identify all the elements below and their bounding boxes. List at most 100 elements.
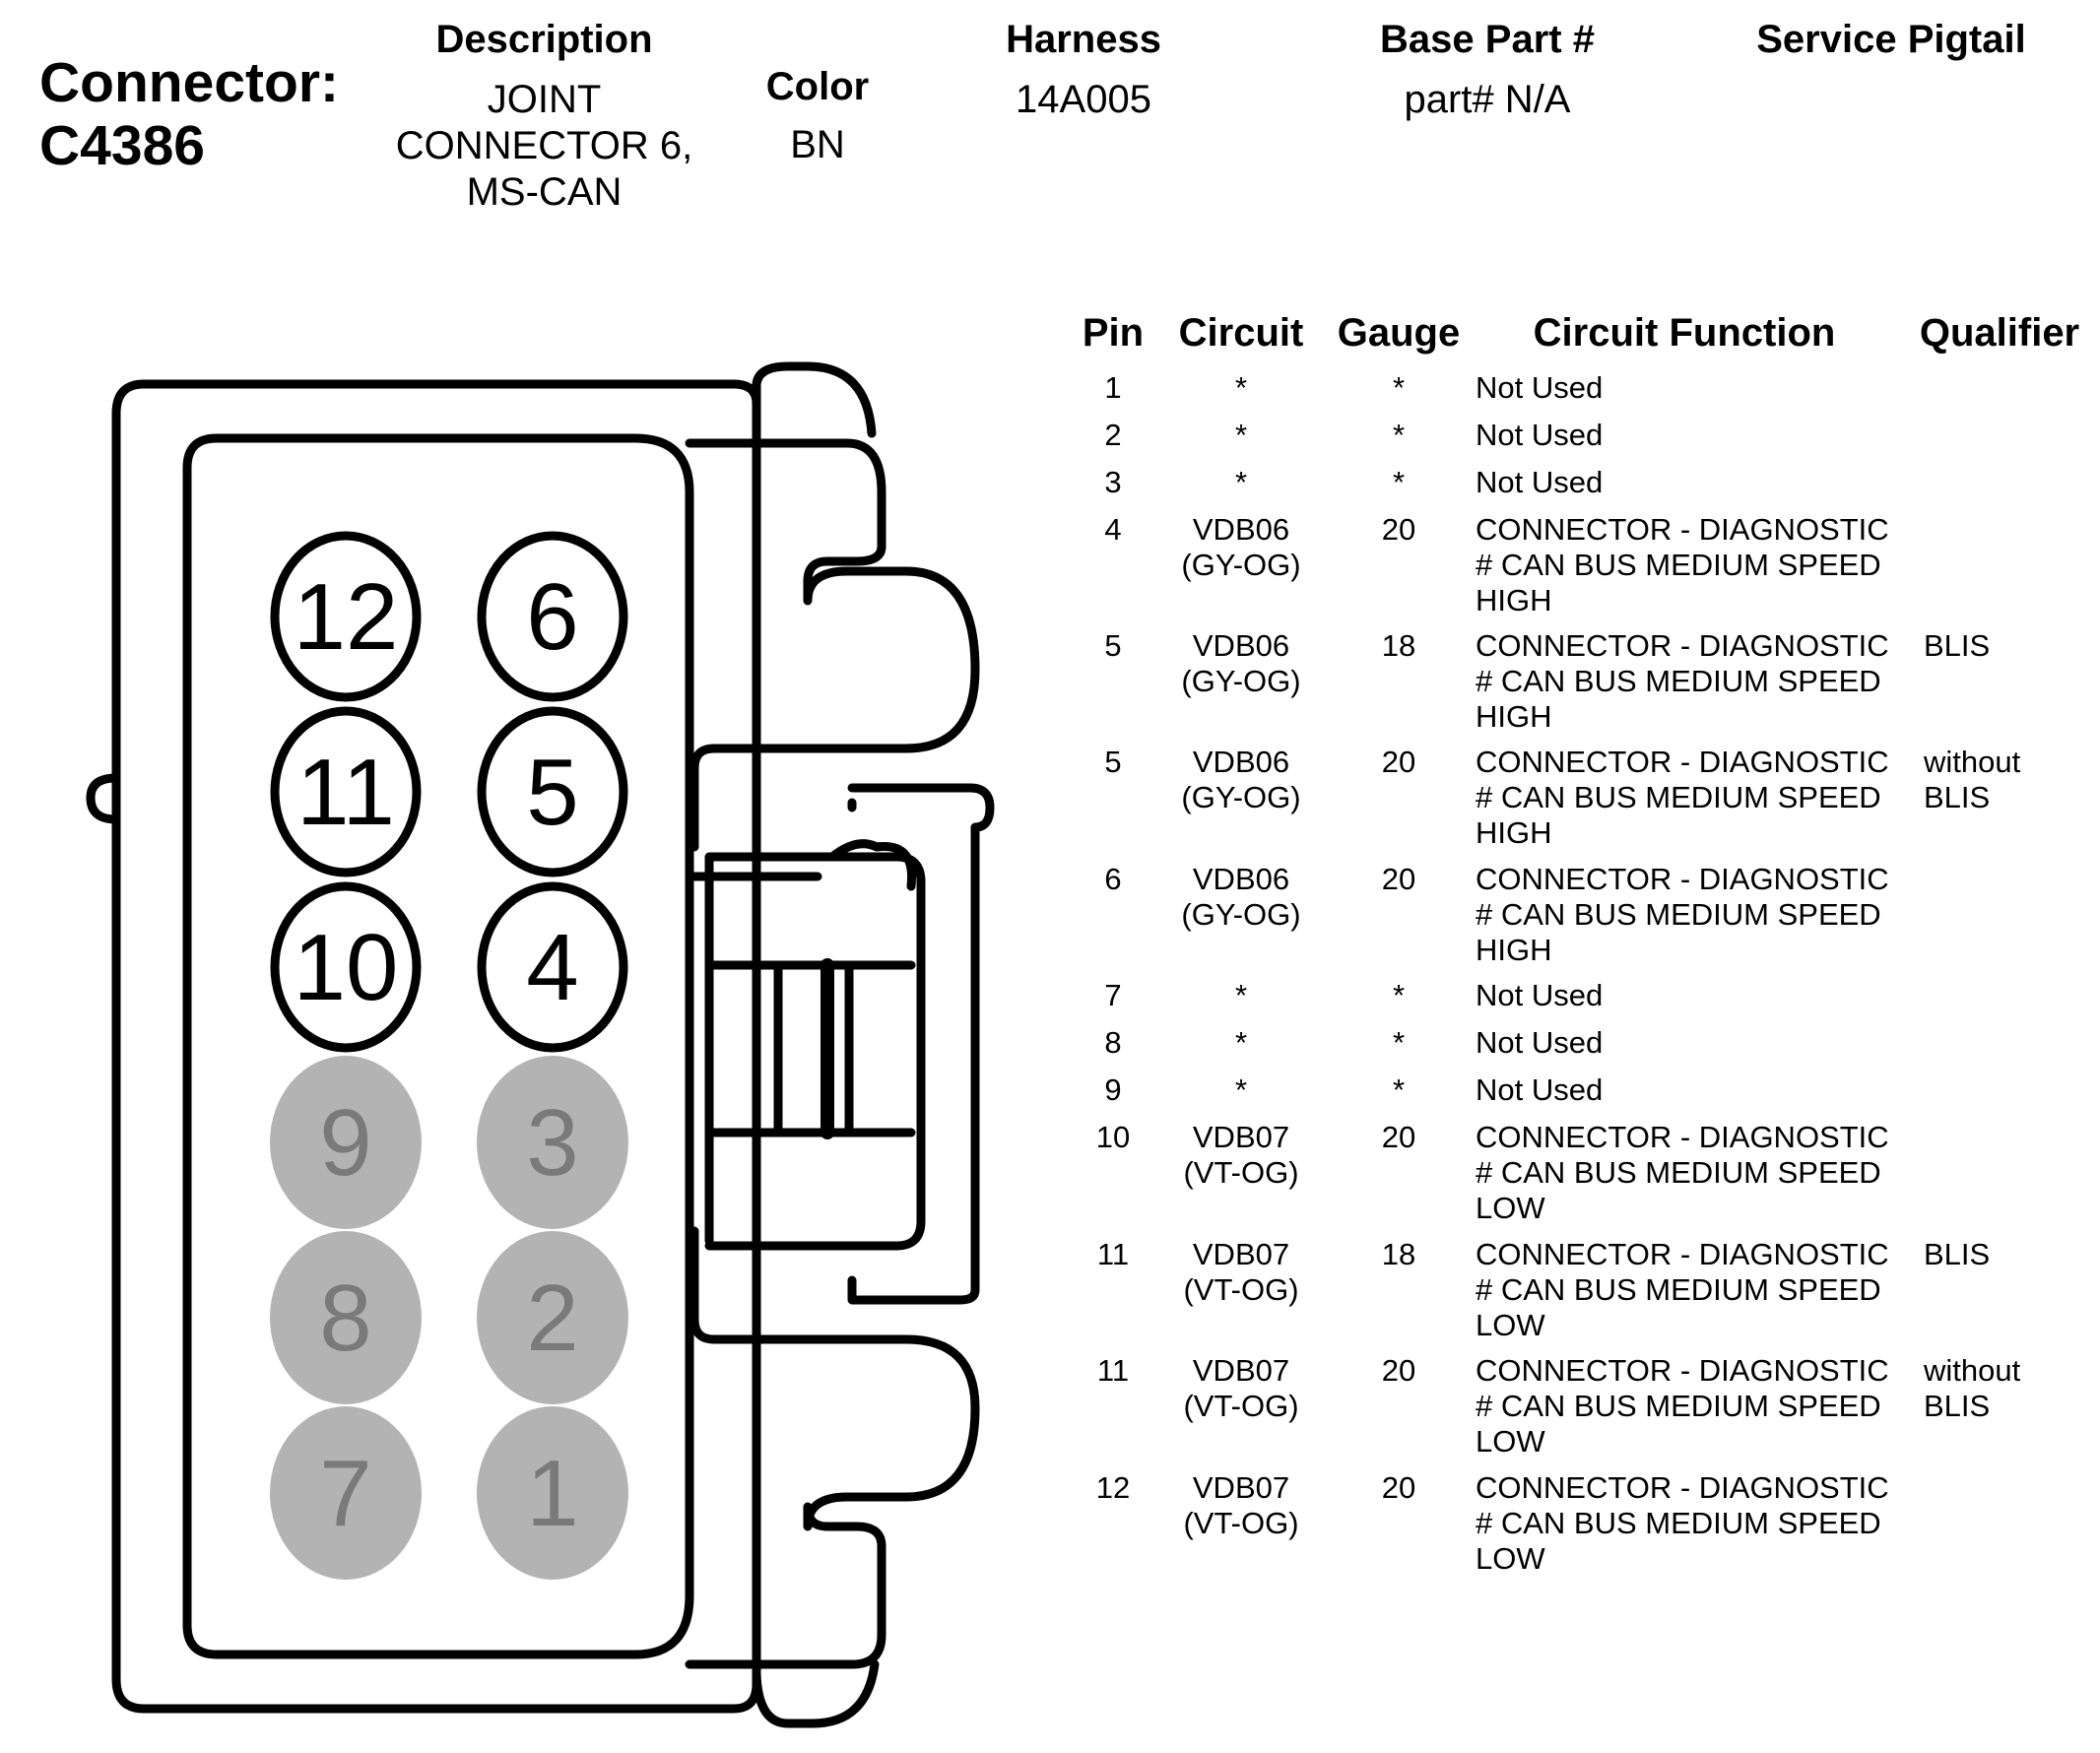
pin-cell: 5 [1104, 628, 1122, 663]
circuit-cell: * [1234, 465, 1248, 499]
circuit-function-cell: CONNECTOR - DIAGNOSTIC # CAN BUS MEDIUM … [1476, 1237, 1889, 1342]
circuit-cell: VDB06 (GY-OG) [1181, 628, 1301, 698]
pin-number-label: 3 [526, 1090, 578, 1196]
circuit-cell: * [1234, 978, 1248, 1012]
description-value: JOINT CONNECTOR 6, MS-CAN [374, 77, 714, 216]
circuit-cell: VDB07 (VT-OG) [1183, 1470, 1299, 1540]
pin-circle-unused [477, 1406, 628, 1580]
pin-cell: 9 [1104, 1072, 1122, 1107]
gauge-cell: * [1392, 370, 1406, 405]
qualifier-cell: without BLIS [1924, 1353, 2021, 1423]
pin-circle-used [477, 881, 628, 1053]
pin-number-label: 7 [319, 1441, 371, 1546]
gauge-cell: 20 [1381, 512, 1416, 547]
base-part-label: Base Part # [1380, 18, 1595, 61]
pin-circle-used [270, 706, 422, 877]
pin-circle-used [477, 706, 628, 877]
connector-id: C4386 [39, 114, 205, 177]
circuit-function-cell: CONNECTOR - DIAGNOSTIC # CAN BUS MEDIUM … [1476, 1470, 1889, 1576]
gauge-cell: * [1392, 978, 1406, 1012]
connector-housing [86, 361, 995, 1728]
circuit-cell: VDB07 (VT-OG) [1183, 1237, 1299, 1307]
gauge-cell: * [1392, 1025, 1406, 1060]
pin-number-label: 8 [319, 1266, 371, 1371]
table-header-gauge: Gauge [1337, 311, 1461, 355]
circuit-cell: * [1234, 1025, 1248, 1060]
circuit-function-cell: CONNECTOR - DIAGNOSTIC # CAN BUS MEDIUM … [1476, 512, 1889, 617]
circuit-function-cell: Not Used [1476, 418, 1604, 452]
circuit-cell: * [1234, 418, 1248, 452]
pin-cell: 7 [1104, 978, 1122, 1012]
pin-cell: 4 [1104, 512, 1122, 547]
pin-number-label: 2 [526, 1266, 578, 1371]
housing-side-clip-rail [847, 783, 995, 1305]
pin-circle-unused [270, 1231, 422, 1404]
circuit-cell: VDB06 (GY-OG) [1181, 512, 1301, 582]
pin-number-label: 11 [296, 740, 395, 845]
circuit-cell: VDB06 (GY-OG) [1181, 745, 1301, 814]
pin-cavity: 2 [477, 1231, 628, 1404]
pin-cell: 2 [1104, 418, 1122, 452]
qualifier-cell: BLIS [1924, 1237, 1991, 1271]
pin-number-label: 1 [526, 1441, 578, 1546]
pin-cavity: 4 [477, 881, 628, 1053]
pin-cavity: 9 [270, 1056, 422, 1229]
connector-title: Connector: C4386 [39, 51, 339, 177]
pin-cell: 11 [1096, 1353, 1130, 1388]
harness-value: 14A005 [1016, 78, 1151, 121]
gauge-cell: 18 [1381, 628, 1416, 663]
pin-number-label: 9 [319, 1090, 371, 1196]
pin-cavity: 3 [477, 1056, 628, 1229]
gauge-cell: * [1392, 418, 1406, 452]
pin-number-label: 4 [526, 915, 578, 1020]
description-line: MS-CAN [466, 170, 623, 214]
pin-cavity: 8 [270, 1231, 422, 1404]
description-line: JOINT [487, 78, 602, 121]
pin-cell: 6 [1104, 862, 1122, 896]
housing-bottom-latch [752, 1659, 880, 1728]
base-part-value: part# N/A [1404, 78, 1571, 121]
circuit-function-cell: CONNECTOR - DIAGNOSTIC # CAN BUS MEDIUM … [1476, 1353, 1889, 1459]
gauge-cell: 20 [1381, 862, 1416, 896]
circuit-cell: * [1234, 370, 1248, 405]
color-label: Color [765, 65, 870, 108]
pin-cell: 10 [1095, 1120, 1131, 1154]
qualifier-cell: BLIS [1924, 628, 1991, 663]
pin-circle-unused [270, 1406, 422, 1580]
color-value: BN [790, 123, 845, 166]
housing-top-latch [752, 361, 877, 438]
housing-inner-cavity [182, 433, 694, 1659]
housing-left-notch [86, 773, 121, 824]
circuit-function-cell: CONNECTOR - DIAGNOSTIC # CAN BUS MEDIUM … [1476, 862, 1889, 967]
pin-cell: 11 [1096, 1237, 1130, 1271]
table-header-pin: Pin [1082, 311, 1145, 355]
pin-number-label: 5 [526, 740, 578, 845]
table-header-qualifier: Qualifier [1919, 311, 2080, 355]
pin-circle-unused [270, 1056, 422, 1229]
pin-cell: 1 [1104, 370, 1122, 405]
table-header-circuit: Circuit [1178, 311, 1304, 355]
circuit-cell: * [1234, 1072, 1248, 1107]
pin-cell: 3 [1104, 465, 1122, 499]
gauge-cell: 20 [1381, 1470, 1416, 1505]
circuit-function-cell: CONNECTOR - DIAGNOSTIC # CAN BUS MEDIUM … [1476, 1120, 1889, 1225]
description-label: Description [435, 18, 653, 61]
circuit-cell: VDB07 (VT-OG) [1183, 1120, 1299, 1190]
circuit-cell: VDB07 (VT-OG) [1183, 1353, 1299, 1423]
housing-side-clip [704, 839, 926, 1251]
pin-cavity: 7 [270, 1406, 422, 1580]
gauge-cell: 20 [1381, 1120, 1416, 1154]
gauge-cell: 20 [1381, 745, 1416, 779]
table-header-circuit-function: Circuit Function [1533, 311, 1836, 355]
pin-cavity: 5 [477, 706, 628, 877]
circuit-function-cell: CONNECTOR - DIAGNOSTIC # CAN BUS MEDIUM … [1476, 745, 1889, 850]
circuit-function-cell: Not Used [1476, 370, 1604, 405]
service-pigtail-label: Service Pigtail [1756, 18, 2026, 61]
pin-cavity: 10 [270, 881, 422, 1053]
pin-number-label: 12 [294, 564, 399, 670]
pin-circle-used [270, 881, 422, 1053]
circuit-function-cell: Not Used [1476, 1025, 1604, 1060]
housing-outer-outline [111, 379, 761, 1714]
